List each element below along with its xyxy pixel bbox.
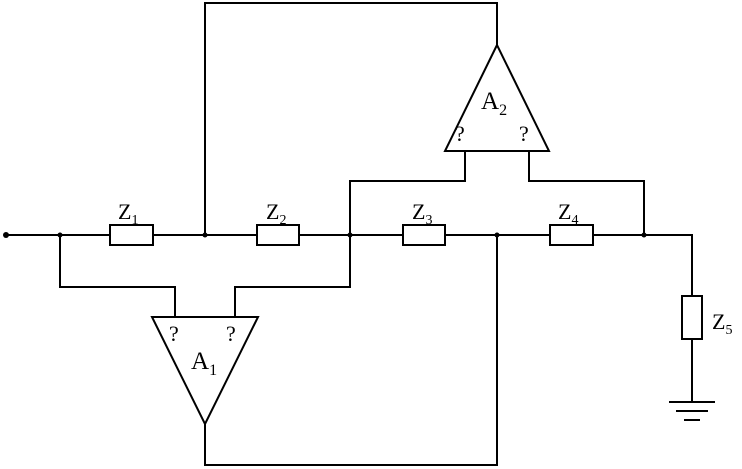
wire-a1-left-input xyxy=(59,234,176,318)
amplifier-a1-triangle xyxy=(150,316,260,427)
z2-box xyxy=(256,224,300,246)
amplifier-a2-right-input-marker: ? xyxy=(519,121,529,146)
wire-a2-feedback xyxy=(204,2,498,236)
amplifier-a1-left-input-marker: ? xyxy=(169,321,179,346)
ground-icon xyxy=(669,401,715,421)
z4-box xyxy=(549,224,594,246)
junction-node xyxy=(494,232,500,238)
junction-node xyxy=(641,232,647,238)
z3-label: Z3 xyxy=(412,199,432,228)
junction-nodes xyxy=(3,232,647,238)
input-terminal xyxy=(3,232,9,238)
z5-label: Z5 xyxy=(712,309,732,338)
amplifier-a1-right-input-marker: ? xyxy=(226,321,236,346)
wire-a1-output xyxy=(204,234,498,466)
junction-node xyxy=(202,232,208,238)
amplifier-a2-left-input-marker: ? xyxy=(455,121,465,146)
z1-label: Z1 xyxy=(118,199,138,228)
junction-node xyxy=(57,232,63,238)
amplifier-a2-label: A2 xyxy=(481,88,507,119)
z4-label: Z4 xyxy=(558,199,578,228)
junction-node xyxy=(347,232,353,238)
amplifier-a1-label: A1 xyxy=(191,348,217,379)
z3-box xyxy=(402,224,446,246)
z5-box xyxy=(681,295,703,340)
wire-a2-right-input xyxy=(528,150,645,236)
wire-a1-right-input xyxy=(234,234,351,318)
amplifier-a2-triangle xyxy=(443,42,551,152)
z1-box xyxy=(109,224,154,246)
z2-label: Z2 xyxy=(266,199,286,228)
wire-a2-left-input xyxy=(349,150,466,236)
